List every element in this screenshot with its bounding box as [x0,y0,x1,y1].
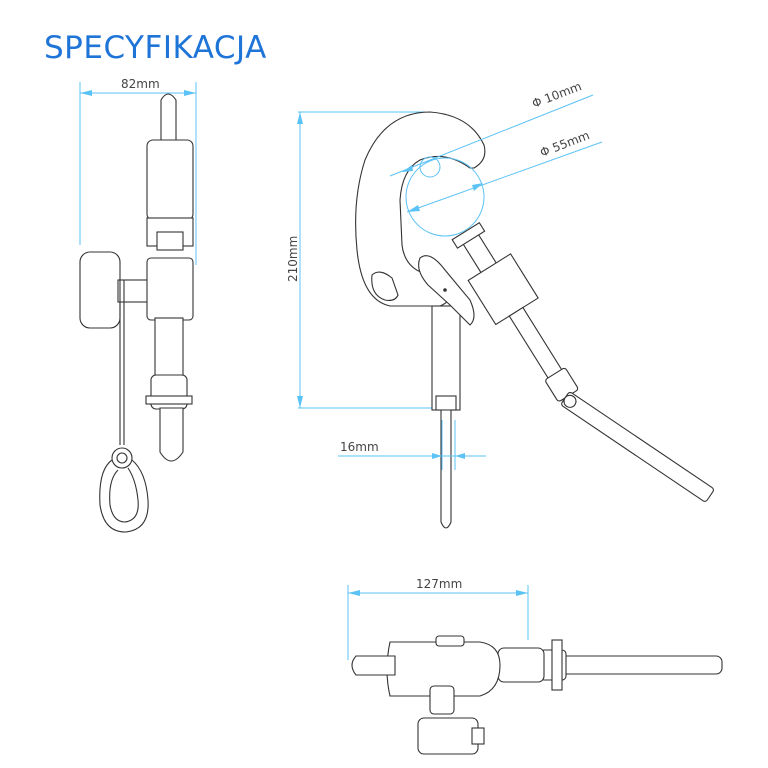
top-view: 127mm [347,577,723,755]
length-dimension-label: 127mm [416,577,462,591]
side-view: 82mm [79,77,197,533]
pipe-10mm-circle [419,156,441,178]
front-view: 210mm Φ 10mm Φ 55mm [286,79,714,529]
height-dimension-label: 210mm [286,236,300,282]
page-title: SPECYFIKACJA [44,30,267,66]
pipe-55mm-circle [405,157,485,237]
spigot-dimension-label: 16mm [340,440,379,454]
width-dimension-label: 82mm [121,77,160,91]
pipe-min-label: Φ 10mm [530,79,583,111]
